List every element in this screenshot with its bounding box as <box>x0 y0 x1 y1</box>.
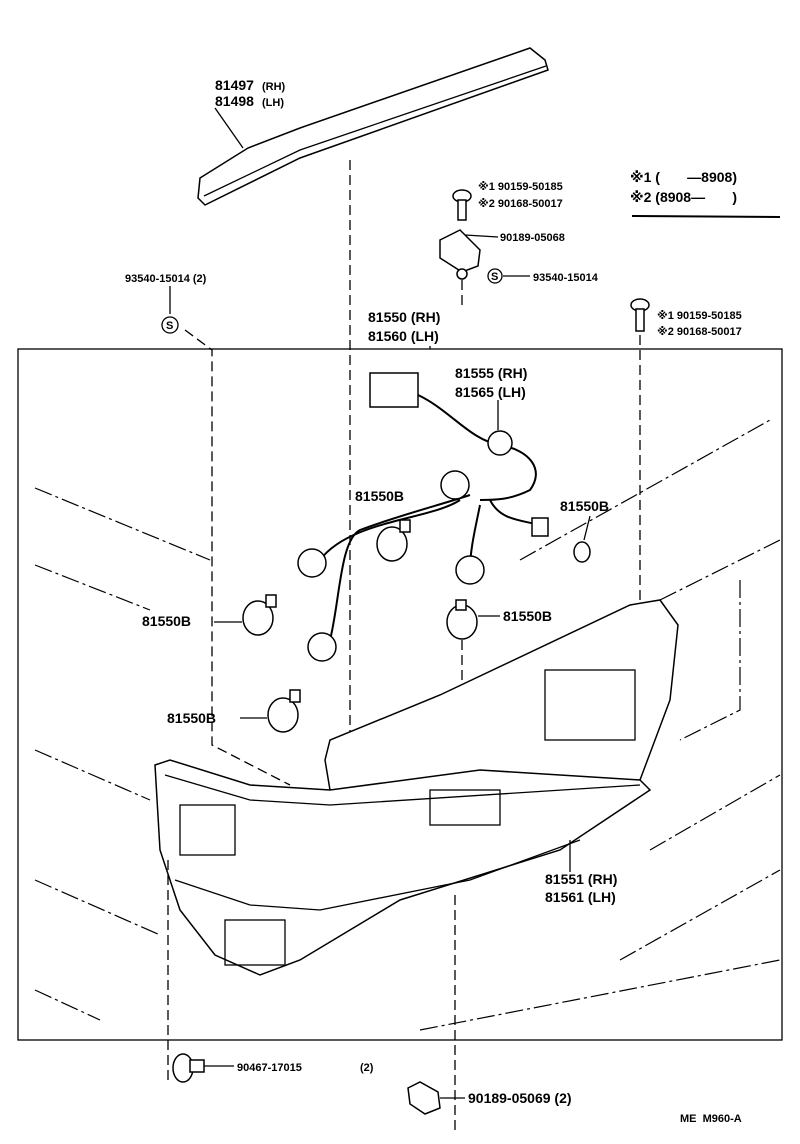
socket-part <box>297 548 327 578</box>
label-molding-rh: 81497 <box>215 77 254 93</box>
bolt-icon <box>452 189 472 221</box>
socket-part <box>531 517 549 537</box>
body-outline <box>34 419 781 1031</box>
label-bulb-3: 81550B <box>142 613 191 629</box>
bulb-icon <box>242 594 277 636</box>
bolt-icon <box>630 298 650 332</box>
bulb-icon <box>267 689 301 733</box>
label-bulb-2: 81550B <box>560 498 609 514</box>
label-screw: 90467-17015 <box>237 1062 302 1074</box>
s-mark-left: S <box>166 320 173 332</box>
clip-icon <box>407 1081 441 1115</box>
wire-harness <box>319 394 541 641</box>
label-bracket: 90189-05068 <box>500 232 565 244</box>
label-socket-rh: 81555 (RH) <box>455 365 527 381</box>
label-screw-qty: (2) <box>360 1062 374 1074</box>
label-molding-lh-side: (LH) <box>262 97 284 109</box>
label-bolt-top-1: ※1 90159-50185 <box>478 181 563 193</box>
label-bolt-right-2: ※2 90168-50017 <box>657 326 742 338</box>
diagram-code: ME M960-A <box>680 1113 742 1125</box>
label-nut-left: 93540-15014 (2) <box>125 273 207 285</box>
lamp-housing <box>154 599 679 976</box>
label-molding-rh-side: (RH) <box>262 81 286 93</box>
bulb-icon <box>376 519 411 562</box>
legend-1: ※1 ( —8908) <box>630 169 737 185</box>
socket-part <box>307 632 337 662</box>
label-lamp-lh: 81560 (LH) <box>368 328 439 344</box>
molding-part <box>197 47 549 206</box>
s-mark-top: S <box>491 271 498 283</box>
label-clip: 90189-05069 (2) <box>468 1090 572 1106</box>
socket-part <box>487 430 513 456</box>
label-lens-rh: 81551 (RH) <box>545 871 617 887</box>
label-socket-lh: 81565 (LH) <box>455 384 526 400</box>
label-bolt-right-1: ※1 90159-50185 <box>657 310 742 322</box>
socket-part <box>440 470 470 500</box>
connector-part <box>369 372 419 408</box>
label-lamp-rh: 81550 (RH) <box>368 309 440 325</box>
assembly-frame <box>17 348 783 1041</box>
label-bulb-4: 81550B <box>503 608 552 624</box>
legend-2: ※2 (8908— ) <box>630 189 737 205</box>
label-bulb-1: 81550B <box>355 488 404 504</box>
label-nut-top: 93540-15014 <box>533 272 599 284</box>
socket-part <box>455 555 485 585</box>
bulb-icon <box>446 599 478 640</box>
screw-icon <box>172 1053 205 1083</box>
bracket-part <box>439 229 481 273</box>
bulb-icon <box>573 541 591 563</box>
label-molding-lh: 81498 <box>215 93 254 109</box>
label-lens-lh: 81561 (LH) <box>545 889 616 905</box>
label-bolt-top-2: ※2 90168-50017 <box>478 198 563 210</box>
label-bulb-5: 81550B <box>167 710 216 726</box>
